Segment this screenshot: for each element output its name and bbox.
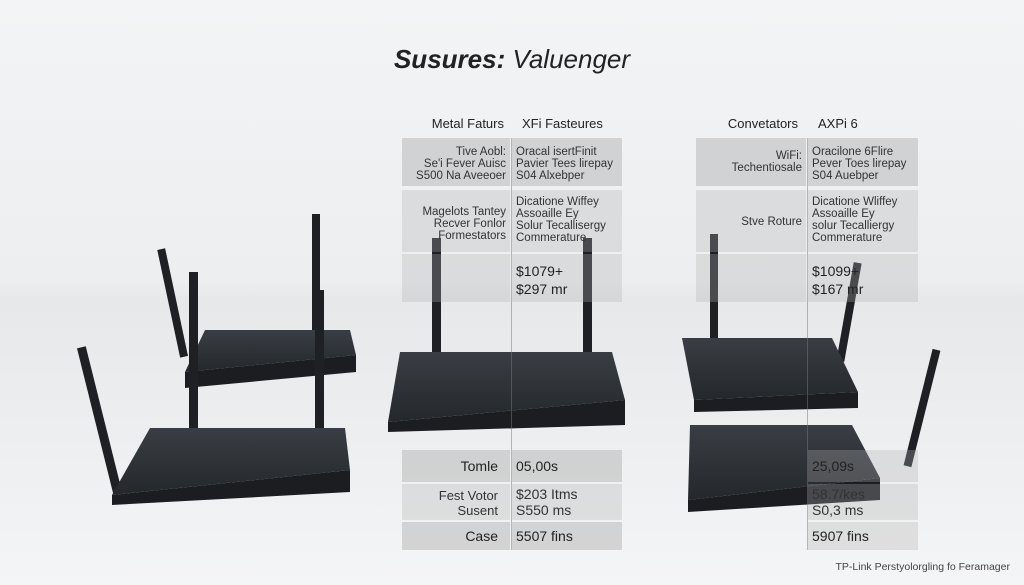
right-row3-col1 — [696, 254, 806, 302]
left-bottom-row1-col1: Tomle — [402, 450, 510, 482]
router-front-left — [77, 272, 350, 505]
right-header-col2: AXPi 6 — [818, 116, 858, 131]
router-back-right — [682, 234, 862, 412]
left-bottom-row3-col2: 5507 fins — [512, 522, 622, 550]
left-bottom-row1-col2: 05,00s — [512, 450, 622, 482]
page-title-rest: Valuenger — [505, 44, 631, 74]
page-title-bold: Susures: — [393, 44, 506, 74]
left-bottom-row2-col1: Fest Votor Susent — [402, 484, 510, 520]
left-row1-col1: Tive Aobl: Se'i Fever Auisc S500 Na Avee… — [402, 138, 510, 186]
left-column-divider — [511, 138, 512, 550]
right-row1-col2: Oracilone 6Flire Pever Toes lirepay S04 … — [808, 138, 918, 186]
right-row2-col2: Dicatione Wliffey Assoaille Ey solur Tec… — [808, 190, 918, 252]
right-bottom-row2-col2: 58.7/kes S0,3 ms — [808, 484, 918, 520]
right-price: $1099+ $167 mr — [808, 254, 918, 302]
right-row1-col1: WiFi: Techentiosale — [696, 138, 806, 186]
router-front-right — [688, 348, 941, 512]
router-back-left — [157, 214, 356, 388]
right-bottom-row3-col2: 5907 fins — [808, 522, 918, 550]
footer-caption: TP-Link Perstyolorgling fo Feramager — [835, 561, 1011, 573]
left-price: $1079+ $297 mr — [512, 254, 622, 302]
right-bottom-row1-col2: 25,09s — [808, 450, 918, 482]
right-header-col1: Convetators — [727, 116, 798, 131]
left-row2-col2: Dicatione Wiffey Assoaille Ey Solur Teca… — [512, 190, 622, 252]
right-column-divider — [807, 138, 808, 550]
left-row2-col1: Magelots Tantey Recver Fonlor Formestato… — [402, 190, 510, 252]
left-header-col1: Metal Faturs — [431, 116, 504, 131]
left-header-col2: XFi Fasteures — [522, 116, 603, 131]
left-bottom-row2-col2: $203 Itms S550 ms — [512, 484, 622, 520]
left-row3-col1 — [402, 254, 510, 302]
left-bottom-row3-col1: Case — [402, 522, 510, 550]
page-title: Susures: Valuenger — [0, 44, 1024, 75]
right-row2-col1: Stve Roture — [696, 190, 806, 252]
router-center — [388, 238, 625, 432]
left-row1-col2: Oracal isertFinit Pavier Tees lirepay S0… — [512, 138, 622, 186]
